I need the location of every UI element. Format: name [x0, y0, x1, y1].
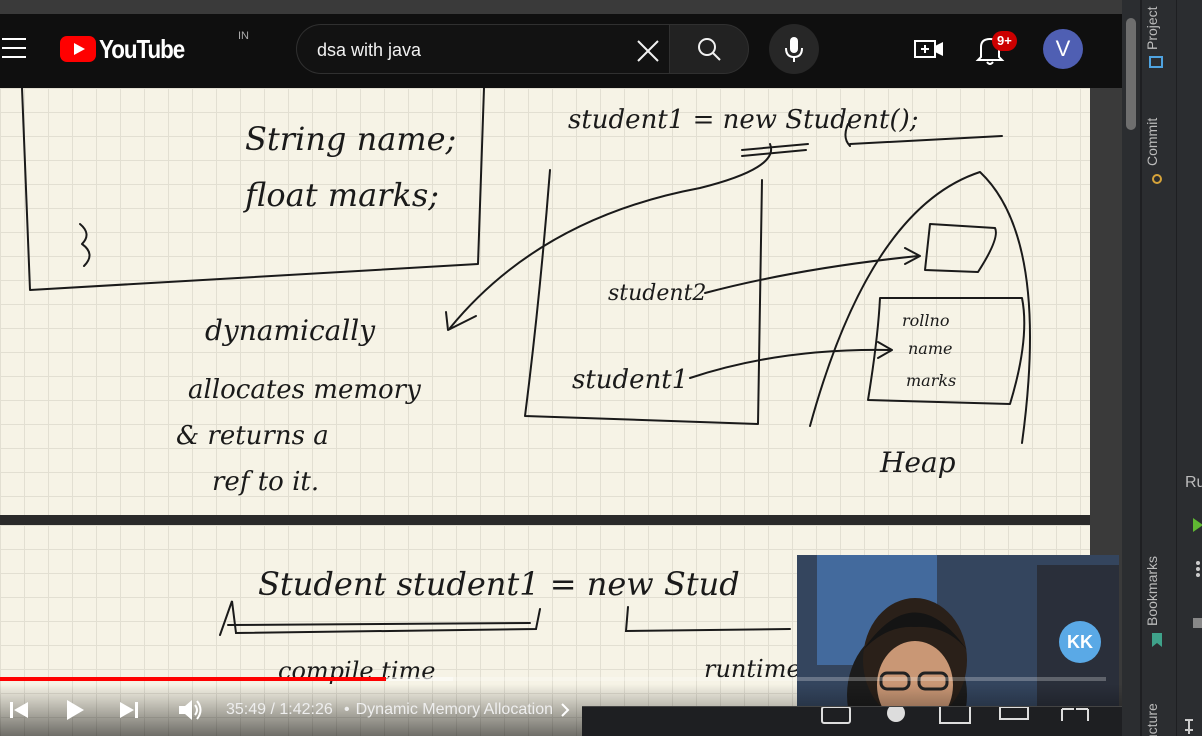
run-play-icon[interactable]: [1191, 516, 1202, 534]
pin-icon[interactable]: [1181, 718, 1197, 734]
commit-icon[interactable]: [1150, 172, 1164, 186]
voice-search-button[interactable]: [769, 24, 819, 74]
miniplayer-icon: [939, 704, 971, 724]
fullscreen-icon: [1061, 708, 1089, 721]
project-folder-icon[interactable]: [1148, 54, 1164, 70]
progress-bar[interactable]: [0, 677, 1106, 681]
overlay-bar: [582, 704, 1122, 736]
search-input[interactable]: [317, 37, 617, 63]
hw-dynamically: dynamically: [205, 314, 376, 347]
video-scrollbar[interactable]: [1126, 18, 1136, 130]
hw-declaration: Student student1 = new Stud: [258, 565, 740, 603]
notification-badge: 9+: [992, 31, 1017, 51]
right-controls-icons: [821, 704, 1089, 724]
chapter-button[interactable]: • Dynamic Memory Allocation: [344, 701, 571, 719]
hw-ref-to-it: ref to it.: [212, 467, 319, 497]
hw-student2: student2: [608, 281, 706, 306]
hw-runtime: runtime: [704, 655, 801, 683]
settings-gear-icon: [887, 704, 905, 722]
next-video-icon[interactable]: [116, 696, 144, 724]
tab-bookmarks[interactable]: Bookmarks: [1144, 555, 1160, 626]
hw-heap: Heap: [879, 446, 956, 479]
run-label: Ru: [1185, 474, 1202, 491]
tab-structure[interactable]: Structure: [1144, 703, 1160, 736]
hw-allocates-memory: allocates memory: [188, 375, 421, 405]
more-options-icon[interactable]: [1195, 560, 1201, 578]
tab-commit[interactable]: Commit: [1144, 117, 1160, 166]
microphone-icon: [785, 37, 803, 62]
create-video-icon[interactable]: [912, 34, 946, 64]
chevron-right-icon: [561, 703, 570, 717]
previous-video-icon[interactable]: [4, 696, 32, 724]
ide-divider: [1140, 0, 1142, 736]
handwriting-sketch: String name; float marks; student1 = new…: [21, 88, 1031, 497]
chapter-title: Dynamic Memory Allocation: [355, 701, 554, 718]
hw-assignment: student1 = new Student();: [568, 105, 919, 135]
browser-strip: [0, 0, 1122, 14]
youtube-play-logo-icon: [60, 36, 96, 62]
logo-text: YouTube: [99, 33, 185, 64]
hw-float-marks: float marks;: [243, 176, 439, 214]
bookmark-icon[interactable]: [1150, 632, 1164, 648]
subtitles-icon: [821, 706, 851, 724]
youtube-logo[interactable]: YouTube IN: [60, 30, 249, 64]
menu-icon[interactable]: [2, 38, 28, 60]
played-bar: [0, 677, 386, 681]
hw-marks: marks: [906, 371, 956, 390]
ide-run-panel: Ru: [1176, 0, 1202, 736]
whiteboard-page-1: String name; float marks; student1 = new…: [0, 88, 1090, 515]
video-player[interactable]: String name; float marks; student1 = new…: [0, 88, 1122, 736]
country-code: IN: [238, 30, 249, 42]
volume-icon[interactable]: [176, 696, 204, 724]
search-icon: [698, 38, 721, 61]
clear-search-icon[interactable]: [635, 38, 661, 64]
handwriting-sketch-2: Student student1 = new Stud compile time…: [219, 565, 801, 685]
theater-mode-icon: [999, 706, 1029, 720]
hw-rollno: rollno: [902, 311, 949, 330]
play-icon[interactable]: [60, 696, 88, 724]
stop-icon[interactable]: [1191, 616, 1202, 630]
hw-string-name: String name;: [245, 120, 456, 158]
youtube-header: YouTube IN 9+ V: [0, 0, 1122, 88]
time-display: 35:49 / 1:42:26: [226, 701, 333, 718]
account-avatar[interactable]: V: [1043, 29, 1083, 69]
hw-name: name: [908, 339, 952, 358]
channel-logo-icon: KK: [1059, 621, 1101, 663]
hw-student1: student1: [572, 365, 688, 395]
tab-project[interactable]: Project: [1144, 6, 1160, 50]
hw-returns-a: & returns a: [176, 421, 329, 451]
chapter-separator: •: [344, 701, 350, 718]
search-button[interactable]: [669, 24, 749, 74]
search-box[interactable]: [296, 24, 670, 74]
